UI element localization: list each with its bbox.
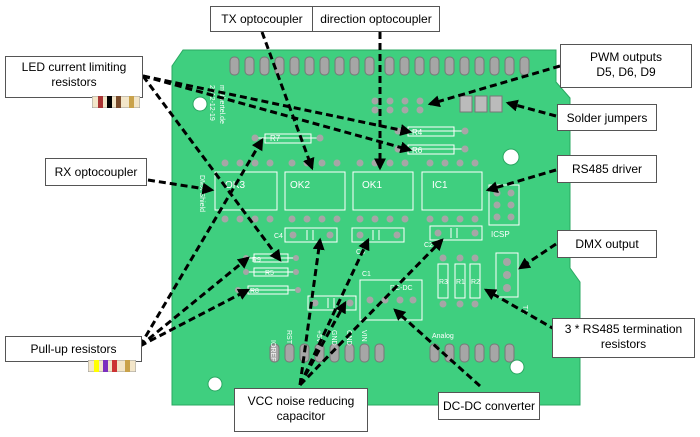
- c4-label: C4: [274, 233, 283, 240]
- callout-tx-opto: TX optocoupler: [210, 6, 314, 32]
- c2-label: C2: [424, 242, 433, 249]
- c1-label: C1: [362, 271, 371, 278]
- cap-c1: C1: [307, 271, 371, 311]
- callout-vcc-cap-line2: capacitor: [276, 409, 326, 423]
- callout-jumpers-text: Solder jumpers: [566, 111, 648, 125]
- callout-dir-opto: direction optocoupler: [312, 6, 440, 32]
- r4-label: R4: [412, 128, 423, 137]
- callout-led-resistors-line1: LED current limiting: [21, 60, 127, 74]
- callout-dmx: DMX output: [557, 230, 657, 258]
- callout-dcdc-text: DC-DC converter: [443, 399, 536, 413]
- callout-rs485: RS485 driver: [557, 155, 657, 183]
- callout-jumpers: Solder jumpers: [557, 104, 657, 131]
- callout-dmx-text: DMX output: [575, 237, 639, 251]
- rst-label: RST: [285, 330, 292, 345]
- callout-arrows: [138, 31, 561, 388]
- r1-label: R1: [456, 279, 465, 286]
- ioref-label: IOREF: [269, 340, 276, 361]
- ok2-label: OK2: [290, 180, 310, 191]
- callout-pwm-line1: PWM outputs: [589, 50, 663, 64]
- icsp-label: ICSP: [491, 230, 510, 239]
- termination-resistors: R3 R1 R2: [437, 254, 481, 308]
- callout-termination-line1: 3 * RS485 termination: [564, 322, 683, 336]
- r2-label: R2: [471, 279, 480, 286]
- callout-pwm-line2: D5, D6, D9: [596, 65, 656, 79]
- gnd2-label: GND: [345, 330, 352, 346]
- dcdc-silk-label: DC-DC: [390, 285, 413, 292]
- dmx-output-pads: [495, 252, 519, 298]
- ic1-label: IC1: [432, 180, 448, 191]
- 5v-label: +5V: [315, 330, 322, 343]
- gnd1-label: GND: [330, 330, 337, 346]
- solder-jumpers: [459, 95, 503, 113]
- callout-rx-opto: RX optocoupler: [45, 158, 147, 186]
- callout-rx-opto-text: RX optocoupler: [54, 165, 138, 179]
- callout-vcc-cap-line1: VCC noise reducing: [247, 394, 355, 408]
- chip-ic1: IC1: [421, 159, 483, 223]
- bottom-header-pads: [269, 343, 515, 363]
- dcdc-module: DC-DC: [359, 279, 423, 321]
- callout-pullup: Pull-up resistors: [5, 336, 142, 362]
- callout-termination-line2: resistors: [600, 337, 647, 351]
- callout-pullup-text: Pull-up resistors: [30, 342, 117, 356]
- callout-dir-opto-text: direction optocoupler: [320, 12, 432, 26]
- vin-label: VIN: [360, 330, 367, 342]
- tx-label: TX: [521, 305, 528, 314]
- resistor-icon-led: [92, 96, 140, 108]
- r6-label: R6: [412, 146, 423, 155]
- ok3-label: OK3: [225, 180, 245, 191]
- board-name-label: DMX Shield: [198, 175, 205, 212]
- r3-label: R3: [439, 279, 448, 286]
- r5-label: R5: [265, 270, 274, 277]
- r9-label: R9: [252, 257, 261, 264]
- r7-label: R7: [270, 134, 281, 143]
- callout-tx-opto-text: TX optocoupler: [221, 12, 303, 26]
- chip-ok1: OK1: [352, 159, 414, 223]
- pwm-pads: [371, 97, 424, 114]
- callout-pwm: PWM outputs D5, D6, D9: [560, 44, 692, 88]
- resistor-icon-pullup: [88, 360, 136, 372]
- callout-termination: 3 * RS485 termination resistors: [552, 318, 695, 358]
- callout-dcdc: DC-DC converter: [438, 392, 540, 420]
- cap-c2: C2: [424, 225, 483, 249]
- callout-vcc-cap: VCC noise reducing capacitor: [234, 388, 368, 432]
- icsp-header: ICSP: [488, 184, 520, 239]
- resistor-r5: R5: [243, 267, 299, 277]
- callout-led-resistors-line2: resistors: [51, 75, 97, 89]
- mounting-holes: [192, 96, 525, 392]
- board-date-label: 2012-12-19: [208, 85, 215, 121]
- chip-ok3: OK3: [214, 159, 278, 223]
- analog-label: Analog: [432, 333, 454, 340]
- callout-rs485-text: RS485 driver: [571, 162, 643, 176]
- board-author-label: mathertel.de: [218, 85, 225, 124]
- ok1-label: OK1: [362, 180, 382, 191]
- r8-label: R8: [250, 288, 259, 295]
- callout-led-resistors: LED current limiting resistors: [5, 56, 143, 98]
